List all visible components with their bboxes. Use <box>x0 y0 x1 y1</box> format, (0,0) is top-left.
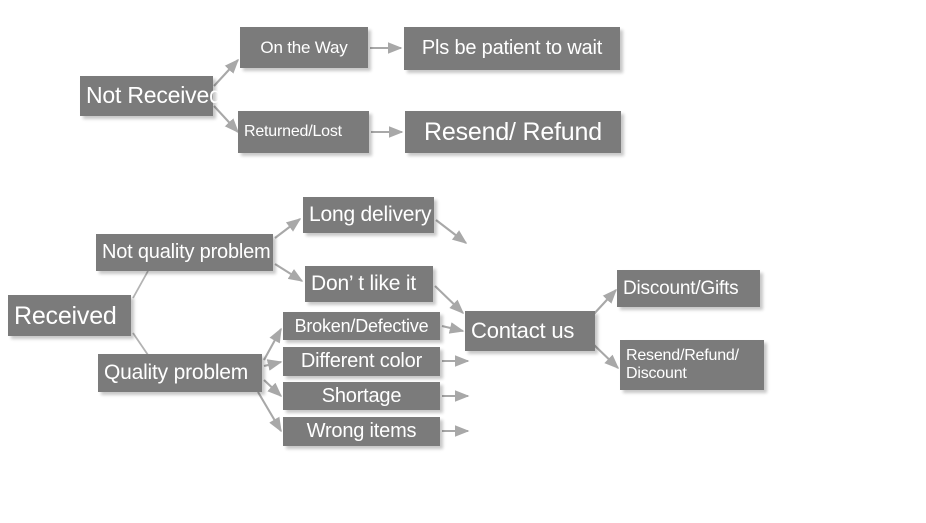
edge-quality-to-shortage <box>263 379 283 398</box>
edge-not-quality-to-dont-like-it <box>274 263 304 282</box>
edge-not-quality-to-long-delivery <box>274 218 302 239</box>
edge-contact-us-to-resend-refund-discount <box>591 342 620 370</box>
node-wrong-items[interactable]: Wrong items <box>283 417 440 446</box>
node-broken-defective[interactable]: Broken/Defective <box>283 312 440 340</box>
node-not-received[interactable]: Not Received <box>80 76 222 116</box>
node-pls-be-patient-to-wait[interactable]: Pls be patient to wait <box>404 27 620 70</box>
node-on-the-way[interactable]: On the Way <box>240 27 368 68</box>
node-resend-refund-discount[interactable]: Resend/Refund/ Discount <box>620 340 764 390</box>
node-not-quality-problem-label: Not quality problem <box>102 241 271 264</box>
node-different-color-label: Different color <box>300 350 423 373</box>
edge-broken-defective-to-contact-us <box>441 322 465 334</box>
edge-long-delivery-to-contact-us <box>435 219 468 244</box>
node-resend-refund[interactable]: Resend/ Refund <box>405 111 621 153</box>
node-pls-be-patient-to-wait-label: Pls be patient to wait <box>421 37 603 60</box>
node-discount-gifts-label: Discount/Gifts <box>623 277 739 299</box>
node-returned-lost[interactable]: Returned/Lost <box>238 111 369 153</box>
node-long-delivery[interactable]: Long delivery <box>303 197 434 233</box>
node-quality-problem[interactable]: Quality problem <box>98 354 262 392</box>
edge-quality-to-broken-defective <box>263 327 282 361</box>
node-contact-us-label: Contact us <box>471 317 575 343</box>
edge-contact-us-to-discount-gifts <box>591 288 617 317</box>
node-contact-us[interactable]: Contact us <box>465 311 595 351</box>
node-not-received-label: Not Received <box>86 82 222 109</box>
edge-not-received-to-on-the-way <box>213 58 239 87</box>
node-resend-refund-label: Resend/ Refund <box>424 118 602 146</box>
node-received[interactable]: Received <box>8 295 131 336</box>
node-not-quality-problem[interactable]: Not quality problem <box>96 234 273 271</box>
edge-received-to-not-quality-problem <box>132 270 149 299</box>
node-quality-problem-label: Quality problem <box>104 361 249 385</box>
edge-quality-to-wrong-items <box>257 391 282 433</box>
edge-received-to-quality-problem <box>132 332 149 356</box>
node-different-color[interactable]: Different color <box>283 347 440 376</box>
edge-quality-to-different-color <box>263 359 283 371</box>
edge-dont-like-it-to-contact-us <box>434 285 465 315</box>
node-received-label: Received <box>14 301 117 330</box>
node-shortage-label: Shortage <box>321 384 402 407</box>
node-shortage[interactable]: Shortage <box>283 382 440 410</box>
edge-not-received-to-returned-lost <box>213 105 239 134</box>
node-returned-lost-label: Returned/Lost <box>244 123 342 141</box>
node-broken-defective-label: Broken/Defective <box>294 315 429 336</box>
node-long-delivery-label: Long delivery <box>309 203 432 227</box>
node-on-the-way-label: On the Way <box>260 37 348 57</box>
node-dont-like-it[interactable]: Don’ t like it <box>305 266 433 302</box>
node-discount-gifts[interactable]: Discount/Gifts <box>617 270 760 307</box>
node-dont-like-it-label: Don’ t like it <box>311 272 416 296</box>
node-wrong-items-label: Wrong items <box>306 420 417 443</box>
node-resend-refund-discount-label: Resend/Refund/ Discount <box>626 347 739 382</box>
